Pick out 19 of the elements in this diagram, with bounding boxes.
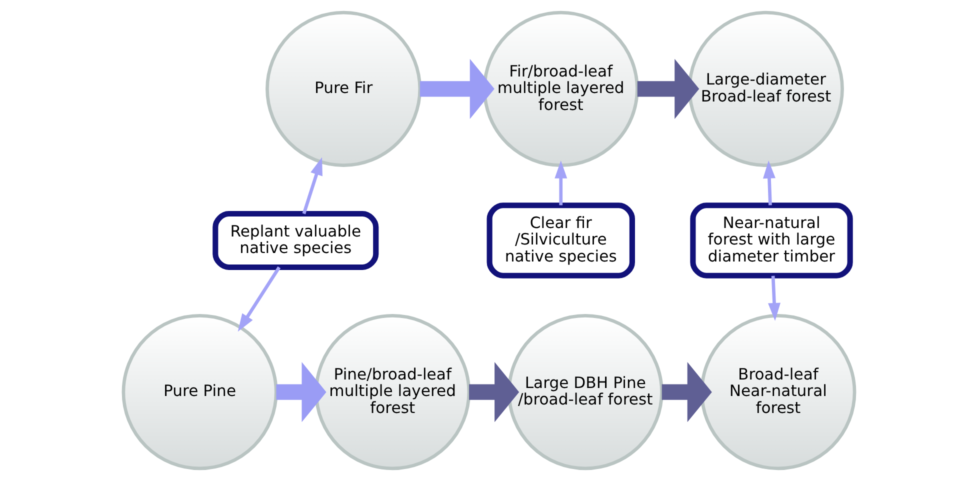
node-box: Near-natural forest with large diameter timber bbox=[690, 202, 852, 278]
arrow bbox=[554, 160, 567, 206]
node-circle: Pure Fir bbox=[265, 10, 422, 167]
node-circle: Pine/broad-leaf multiple layered forest bbox=[314, 314, 470, 470]
arrow bbox=[762, 160, 775, 206]
arrow bbox=[636, 58, 699, 120]
node-box: Clear fir /Silviculture native species bbox=[486, 202, 634, 278]
node-circle: Large DBH Pine /broad-leaf forest bbox=[506, 314, 663, 470]
arrow bbox=[419, 58, 494, 119]
arrow bbox=[237, 266, 280, 332]
arrow bbox=[661, 362, 712, 422]
arrow bbox=[768, 276, 780, 321]
arrow bbox=[276, 362, 326, 422]
node-box: Replant valuable native species bbox=[212, 210, 378, 270]
arrow bbox=[468, 362, 519, 422]
arrow bbox=[302, 157, 322, 214]
node-circle: Large-diameter Broad-leaf forest bbox=[687, 10, 844, 167]
node-circle: Broad-leaf Near-natural forest bbox=[700, 314, 856, 470]
node-circle: Fir/broad-leaf multiple layered forest bbox=[482, 10, 638, 167]
